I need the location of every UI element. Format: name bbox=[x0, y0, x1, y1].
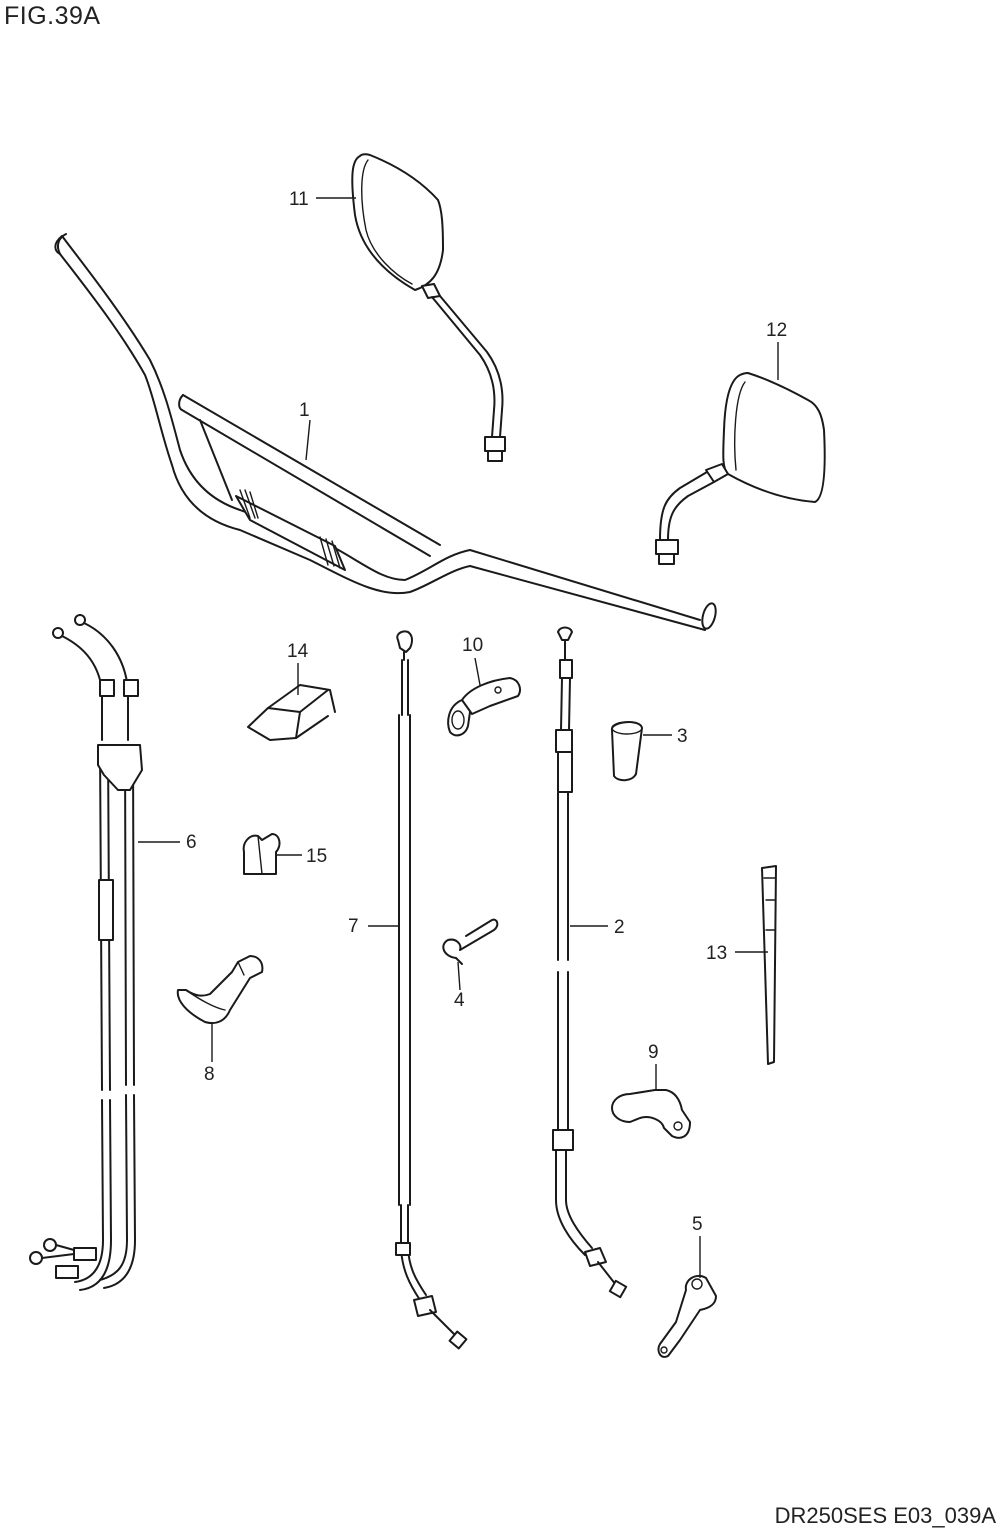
callout-15: 15 bbox=[306, 846, 327, 867]
wire-clip[interactable] bbox=[247, 684, 336, 741]
callout-3: 3 bbox=[677, 726, 688, 747]
handlebar[interactable] bbox=[54, 233, 718, 631]
cable-clip[interactable] bbox=[442, 918, 499, 965]
brake-cable[interactable] bbox=[552, 626, 628, 1299]
clutch-cable[interactable] bbox=[395, 630, 468, 1350]
clamp[interactable] bbox=[242, 833, 281, 875]
callout-2: 2 bbox=[614, 917, 625, 938]
callout-10: 10 bbox=[462, 635, 483, 656]
cable-guide[interactable] bbox=[176, 955, 264, 1025]
figure-code: DR250SES E03_039A bbox=[774, 1503, 996, 1528]
callout-7: 7 bbox=[348, 916, 359, 937]
callout-5: 5 bbox=[692, 1214, 703, 1235]
callout-8: 8 bbox=[204, 1064, 215, 1085]
callout-14: 14 bbox=[287, 641, 309, 662]
grip-sleeve[interactable] bbox=[611, 721, 643, 782]
callout-1: 1 bbox=[299, 400, 310, 421]
cable-tie[interactable] bbox=[761, 865, 777, 1065]
callout-13: 13 bbox=[706, 943, 727, 964]
mirror-right[interactable] bbox=[655, 372, 826, 565]
figure-title: FIG.39A bbox=[4, 2, 101, 30]
holder-9[interactable] bbox=[611, 1089, 691, 1139]
lever-bracket[interactable] bbox=[657, 1274, 717, 1358]
callout-6: 6 bbox=[186, 832, 197, 853]
callout-4: 4 bbox=[454, 990, 465, 1011]
throttle-cables[interactable] bbox=[29, 614, 143, 1291]
callout-12: 12 bbox=[766, 320, 787, 341]
bracket-10[interactable] bbox=[447, 677, 521, 737]
callout-11: 11 bbox=[289, 189, 309, 210]
callout-9: 9 bbox=[648, 1042, 659, 1063]
mirror-left[interactable] bbox=[351, 153, 506, 462]
